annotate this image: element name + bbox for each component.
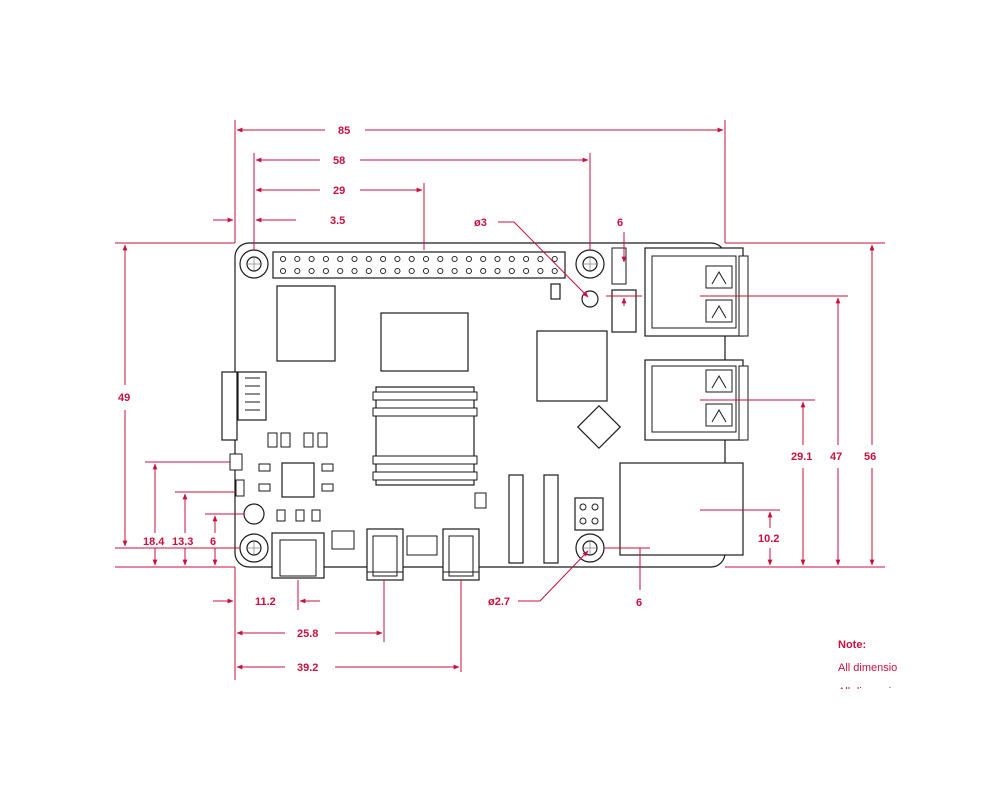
gpio-pin <box>408 255 415 263</box>
gpio-pin <box>279 267 287 275</box>
gpio-pin <box>365 255 372 263</box>
diamond-chip <box>576 404 622 450</box>
dim-label-10-2: 10.2 <box>758 533 779 545</box>
gpio-pin <box>351 255 358 263</box>
mounting-hole-top-right <box>575 249 605 279</box>
dim-label-29-1: 29.1 <box>791 451 812 463</box>
micro-hdmi-port-0 <box>366 528 404 581</box>
small-component-top <box>550 283 561 300</box>
dim-label-11-2: 11.2 <box>255 596 276 608</box>
dim-label-49: 49 <box>118 392 130 404</box>
micro-hdmi-port-1 <box>442 528 480 581</box>
note-title: Note: <box>838 639 866 651</box>
dim-label-39-2: 39.2 <box>297 662 318 674</box>
soc-heatsink <box>372 386 478 486</box>
gpio-pin <box>322 255 329 263</box>
mounting-hole-top-left <box>239 249 269 279</box>
ram-chip <box>380 312 469 372</box>
gpio-pin <box>523 267 530 275</box>
usb-controller-chip <box>536 330 608 402</box>
ethernet-port <box>619 462 744 556</box>
gpio-pin <box>294 267 301 275</box>
gpio-pin <box>451 255 458 263</box>
power-ic <box>281 462 315 498</box>
display-connector-2 <box>543 474 559 564</box>
gpio-pin <box>422 255 430 263</box>
dim-label-85: 85 <box>338 125 350 137</box>
gpio-pin <box>380 267 387 275</box>
poe-header <box>574 497 604 531</box>
gpio-pin <box>279 255 287 263</box>
gpio-pin <box>337 267 344 275</box>
dim-label-56: 56 <box>864 451 876 463</box>
mounting-hole-bottom-left <box>239 533 269 563</box>
gpio-pin <box>337 255 344 263</box>
gpio-pin <box>551 267 558 275</box>
dim-label-13-3: 13.3 <box>172 536 193 548</box>
gpio-pin <box>494 267 501 275</box>
gpio-pin <box>480 267 487 275</box>
passive-components <box>258 432 487 556</box>
left-side-connector <box>221 371 267 497</box>
gpio-pin <box>351 267 358 275</box>
dimension-lines <box>115 120 885 680</box>
gpio-pin <box>394 255 401 263</box>
gpio-pins <box>279 255 558 275</box>
usb-stack-top <box>644 247 749 337</box>
gpio-pin <box>537 255 544 263</box>
gpio-pin <box>508 267 515 275</box>
dim-label-29: 29 <box>333 185 345 197</box>
gpio-pin <box>380 255 387 263</box>
gpio-pin <box>465 255 472 263</box>
dim-label-top-hole-dia: ø3 <box>474 217 487 229</box>
gpio-pin <box>365 267 372 275</box>
dim-label-47: 47 <box>830 451 842 463</box>
mounting-hole-bottom-right <box>575 533 605 563</box>
gpio-pin <box>480 255 487 263</box>
gpio-pin <box>422 267 430 275</box>
dim-label-bottom-hole-dia: ø2.7 <box>488 596 510 608</box>
display-connector-1 <box>508 474 524 564</box>
gpio-pin <box>308 255 315 263</box>
gpio-pin <box>537 267 544 275</box>
gpio-pin <box>437 267 444 275</box>
gpio-pin <box>294 255 301 263</box>
note-line-1: All dimensio <box>838 662 897 674</box>
wireless-module <box>276 285 336 362</box>
dim-label-3-5: 3.5 <box>330 215 345 227</box>
top-right-small-connector <box>611 289 637 333</box>
gpio-pin <box>451 267 458 275</box>
gpio-pin <box>408 267 415 275</box>
dim-label-bottom-hole-6: 6 <box>636 597 642 609</box>
dim-label-25-8: 25.8 <box>297 628 318 640</box>
gpio-header <box>272 251 566 279</box>
gpio-pin <box>494 255 501 263</box>
gpio-pin <box>551 255 558 263</box>
dim-label-58: 58 <box>333 155 345 167</box>
gpio-pin <box>437 255 444 263</box>
gpio-pin <box>322 267 329 275</box>
gpio-pin <box>523 255 530 263</box>
gpio-pin <box>308 267 315 275</box>
dim-label-18-4: 18.4 <box>143 536 165 548</box>
gpio-pin <box>394 267 401 275</box>
usb-c-port <box>271 532 325 579</box>
note-block: Note: All dimensio All dimensio <box>834 639 930 705</box>
gpio-pin <box>465 267 472 275</box>
gpio-pin <box>508 255 515 263</box>
dim-label-top-connector-6: 6 <box>617 217 623 229</box>
dim-label-left-6: 6 <box>210 536 216 548</box>
round-component <box>243 503 265 525</box>
